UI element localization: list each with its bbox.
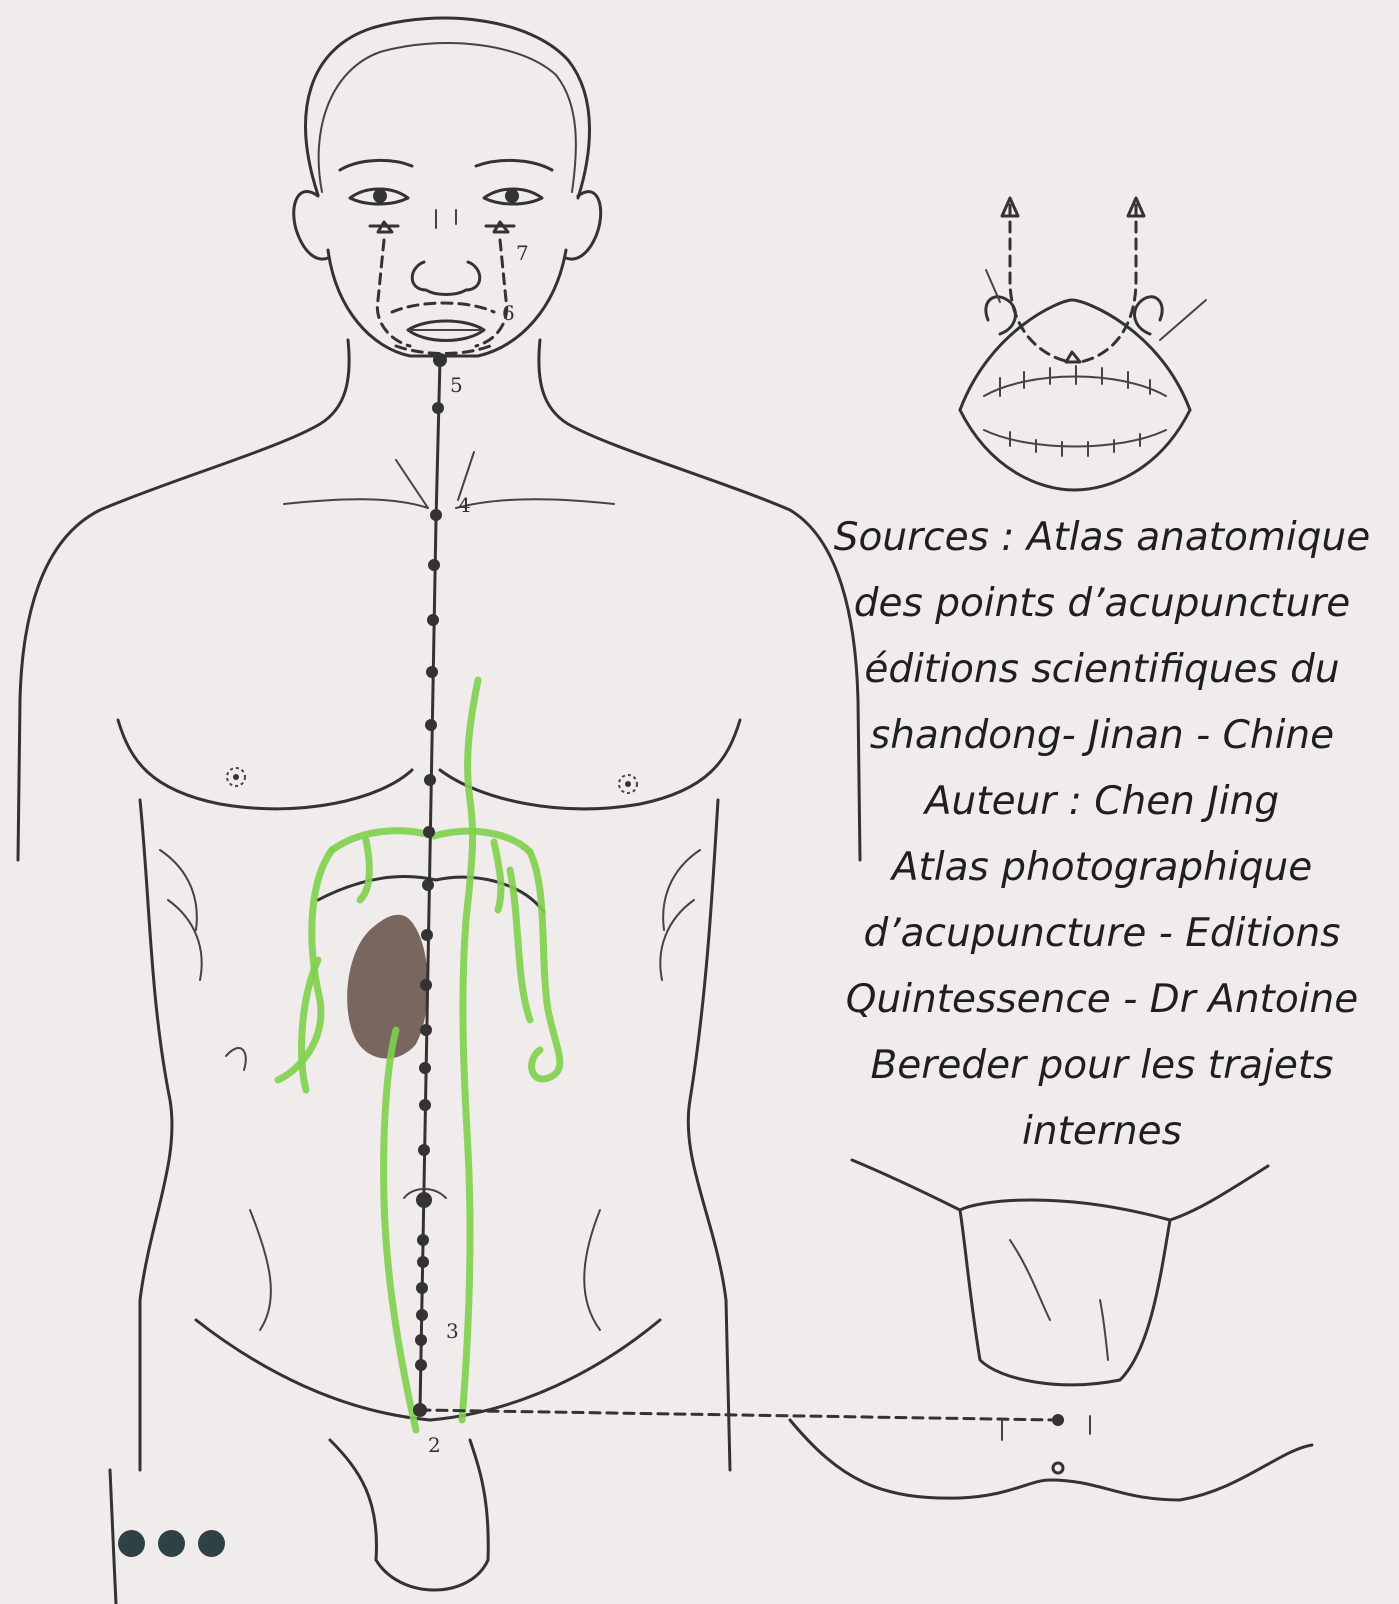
mouth-inset	[960, 198, 1206, 490]
pager-dot	[198, 1530, 225, 1557]
caption-line: d’acupuncture - Editions	[812, 901, 1392, 967]
point-label-4: 4	[458, 493, 471, 517]
caption-line: Atlas photographique	[812, 835, 1392, 901]
caption-line: internes	[812, 1099, 1392, 1165]
caption-line: Sources : Atlas anatomique	[812, 505, 1392, 571]
point-label-6: 6	[502, 301, 515, 325]
caption-line: Auteur : Chen Jing	[812, 769, 1392, 835]
head-drawing	[294, 18, 601, 356]
caption-line: des points d’acupuncture	[812, 571, 1392, 637]
caption-line: shandong- Jinan - Chine	[812, 703, 1392, 769]
point-label-2: 2	[428, 1433, 441, 1457]
more-dots-icon[interactable]	[118, 1530, 225, 1562]
caption-line: Quintessence - Dr Antoine	[812, 967, 1392, 1033]
point-label-5: 5	[450, 373, 463, 397]
source-caption: Sources : Atlas anatomique des points d’…	[812, 505, 1392, 1165]
point-label-3: 3	[446, 1319, 459, 1343]
organ-shape	[347, 915, 428, 1059]
pager-dot	[158, 1530, 185, 1557]
face-pathway	[370, 222, 514, 354]
perineum-inset	[790, 1160, 1312, 1500]
caption-line: éditions scientifiques du	[812, 637, 1392, 703]
point-label-7: 7	[516, 241, 529, 265]
pager-dot	[118, 1530, 145, 1557]
caption-line: Bereder pour les trajets	[812, 1033, 1392, 1099]
